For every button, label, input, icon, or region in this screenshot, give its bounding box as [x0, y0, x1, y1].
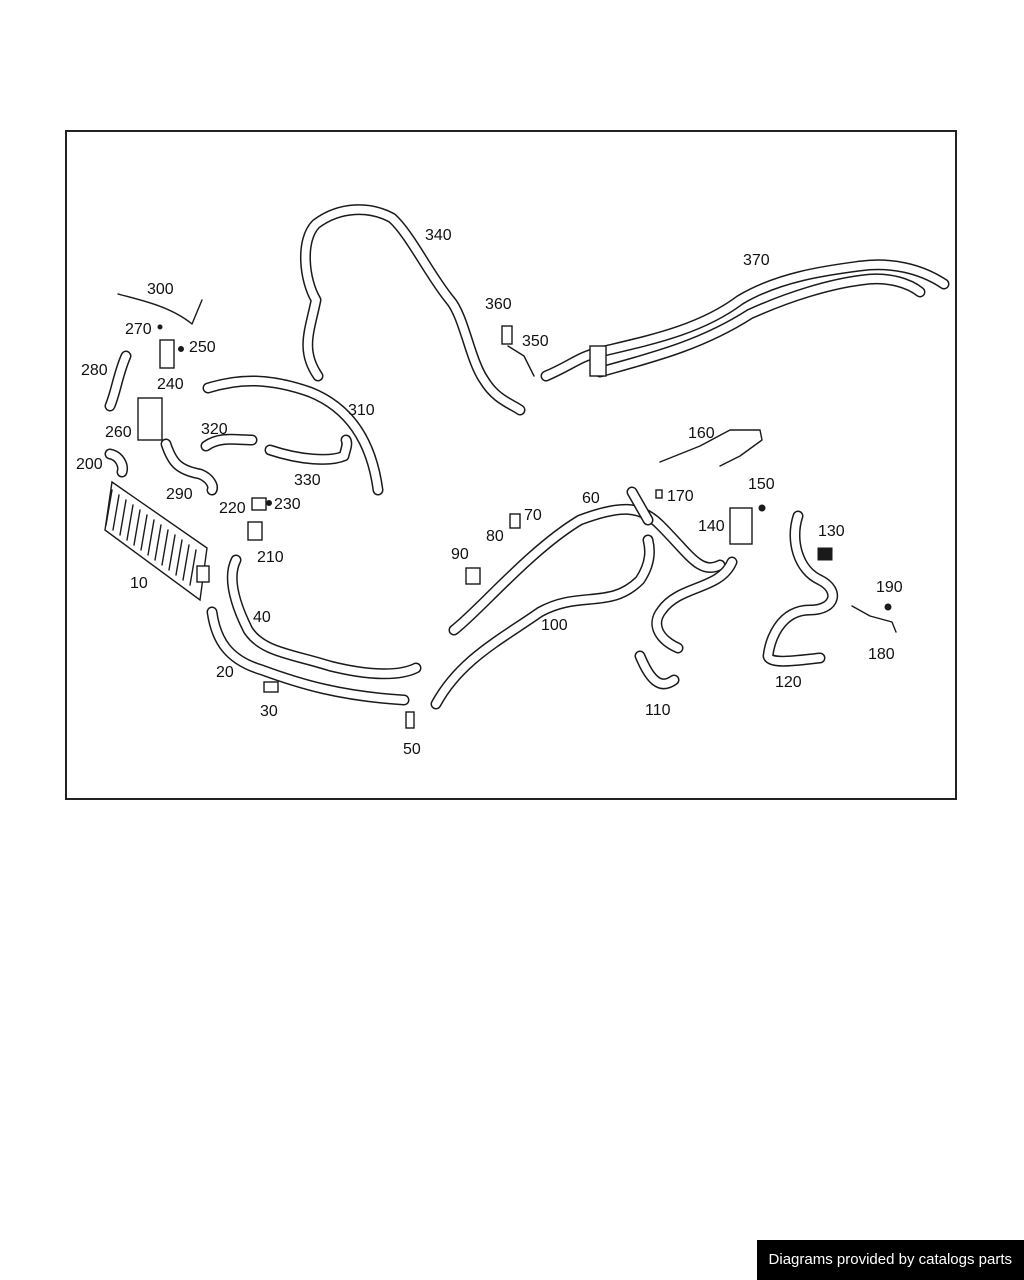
- hose-330: [264, 434, 353, 465]
- callout-60: 60: [582, 490, 600, 507]
- valve-210: [247, 521, 263, 541]
- callout-90: 90: [451, 546, 469, 563]
- hose-120: [762, 510, 839, 667]
- callout-330: 330: [294, 472, 321, 489]
- bracket-350: [507, 345, 535, 377]
- cap-220: [251, 497, 267, 511]
- callout-220: 220: [219, 500, 246, 517]
- pipe-300: [117, 293, 203, 325]
- hose-320: [200, 433, 258, 452]
- callout-280: 280: [81, 362, 108, 379]
- hose-100: [430, 534, 656, 710]
- plug-170: [655, 489, 663, 499]
- callout-190: 190: [876, 579, 903, 596]
- valve-260: [137, 397, 163, 441]
- callout-350: 350: [522, 333, 549, 350]
- callout-20: 20: [216, 664, 234, 681]
- hose-280: [104, 350, 132, 412]
- callout-340: 340: [425, 227, 452, 244]
- callout-300: 300: [147, 281, 174, 298]
- callout-270: 270: [125, 321, 152, 338]
- screw-150: [758, 504, 766, 512]
- callout-40: 40: [253, 609, 271, 626]
- hose-40: [226, 554, 422, 680]
- hose-drawing: [104, 204, 950, 729]
- callout-120: 120: [775, 674, 802, 691]
- hose-290: [160, 438, 218, 496]
- callout-110: 110: [645, 702, 671, 719]
- bracket-90: [465, 567, 481, 585]
- nut-190: [884, 603, 892, 611]
- callout-80: 80: [486, 528, 504, 545]
- radiator-part: [104, 480, 210, 602]
- callout-250: 250: [189, 339, 216, 356]
- callout-labels: 10 20 30 40 50 60 70 80 90 100 110 120 1…: [76, 227, 903, 758]
- callout-210: 210: [257, 549, 284, 566]
- screw-230: [266, 500, 272, 506]
- bracket-240: [159, 339, 175, 369]
- callout-180: 180: [868, 646, 895, 663]
- callout-360: 360: [485, 296, 512, 313]
- callout-170: 170: [667, 488, 694, 505]
- thermostat-140: [729, 507, 753, 545]
- callout-30: 30: [260, 703, 278, 720]
- diagram-frame: [65, 130, 957, 800]
- callout-230: 230: [274, 496, 301, 513]
- nut-250: [178, 346, 184, 352]
- callout-200: 200: [76, 456, 103, 473]
- credit-banner: Diagrams provided by catalogs parts: [756, 1240, 1024, 1280]
- callout-370: 370: [743, 252, 770, 269]
- hose-60: [448, 486, 726, 636]
- hose-110: [634, 556, 738, 690]
- callout-150: 150: [748, 476, 775, 493]
- callout-260: 260: [105, 424, 132, 441]
- callout-320: 320: [201, 421, 228, 438]
- hose-20: [206, 606, 410, 706]
- bracket-160: [659, 429, 763, 467]
- clamp-30: [263, 681, 279, 693]
- hose-340: [300, 204, 526, 416]
- callout-290: 290: [166, 486, 193, 503]
- callout-10: 10: [130, 575, 148, 592]
- clip-50: [405, 711, 415, 729]
- callout-130: 130: [818, 523, 845, 540]
- callout-310: 310: [348, 402, 375, 419]
- callout-140: 140: [698, 518, 725, 535]
- connector-370: [589, 345, 607, 377]
- callout-160: 160: [688, 425, 715, 442]
- callout-50: 50: [403, 741, 421, 758]
- bracket-70: [509, 513, 521, 529]
- clip-360: [501, 325, 513, 345]
- callout-70: 70: [524, 507, 542, 524]
- hose-310: [202, 375, 384, 496]
- callout-100: 100: [541, 617, 568, 634]
- callout-240: 240: [157, 376, 184, 393]
- bracket-180: [851, 605, 897, 633]
- screw-270: [157, 324, 163, 330]
- mount-130: [817, 547, 833, 561]
